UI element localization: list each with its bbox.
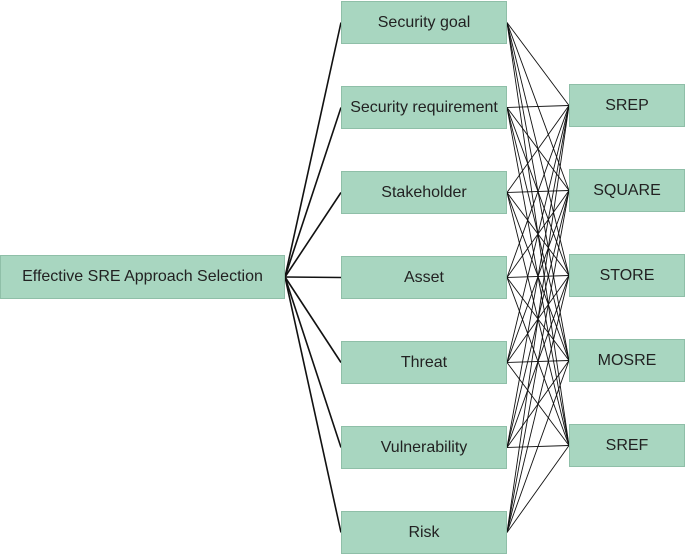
edge-criterion-to-alternative — [506, 22, 570, 106]
edge-criterion-to-alternative — [506, 275, 570, 533]
criterion-risk: Risk — [341, 511, 507, 554]
alternative-store: STORE — [569, 254, 685, 297]
criterion-stakeholder: Stakeholder — [341, 171, 507, 214]
edge-criterion-to-alternative — [506, 105, 570, 533]
criterion-label: Security goal — [377, 13, 471, 31]
edge-goal-to-criterion — [284, 192, 342, 278]
goal-label: Effective SRE Approach Selection — [22, 268, 263, 285]
criterion-label: Stakeholder — [381, 183, 467, 201]
alternative-square: SQUARE — [569, 169, 685, 212]
edge-criterion-to-alternative — [506, 105, 570, 193]
edge-criterion-to-alternative — [506, 360, 570, 533]
edge-criterion-to-alternative — [506, 105, 570, 108]
criterion-label: Security requirement — [350, 98, 498, 116]
edge-criterion-to-alternative — [506, 105, 570, 278]
criterion-label: Threat — [400, 353, 448, 371]
edge-goal-to-criterion — [284, 276, 342, 448]
edge-goal-to-criterion — [284, 276, 342, 533]
criterion-label: Asset — [403, 268, 444, 286]
criterion-threat: Threat — [341, 341, 507, 384]
alternative-label: STORE — [599, 266, 655, 284]
alternative-label: SQUARE — [593, 181, 661, 199]
edge-criterion-to-alternative — [506, 105, 570, 448]
alternative-mosre: MOSRE — [569, 339, 685, 382]
edge-goal-to-criterion — [284, 276, 342, 279]
criterion-security-goal: Security goal — [341, 1, 507, 44]
criterion-label: Vulnerability — [380, 438, 468, 456]
alternative-sref: SREF — [569, 424, 685, 467]
criterion-security-requirement: Security requirement — [341, 86, 507, 129]
edge-goal-to-criterion — [284, 22, 342, 278]
edge-goal-to-criterion — [284, 107, 342, 278]
alternative-label: SREF — [605, 436, 649, 454]
edge-criterion-to-alternative — [506, 190, 570, 533]
goal-node: Effective SRE Approach Selection — [0, 255, 285, 299]
criterion-vulnerability: Vulnerability — [341, 426, 507, 469]
edge-goal-to-criterion — [284, 276, 342, 363]
alternative-label: MOSRE — [597, 351, 657, 369]
criterion-label: Risk — [408, 523, 440, 541]
criterion-asset: Asset — [341, 256, 507, 299]
edge-criterion-to-alternative — [506, 105, 570, 363]
edge-criterion-to-alternative — [506, 445, 570, 533]
alternative-srep: SREP — [569, 84, 685, 127]
alternative-label: SREP — [605, 96, 649, 114]
